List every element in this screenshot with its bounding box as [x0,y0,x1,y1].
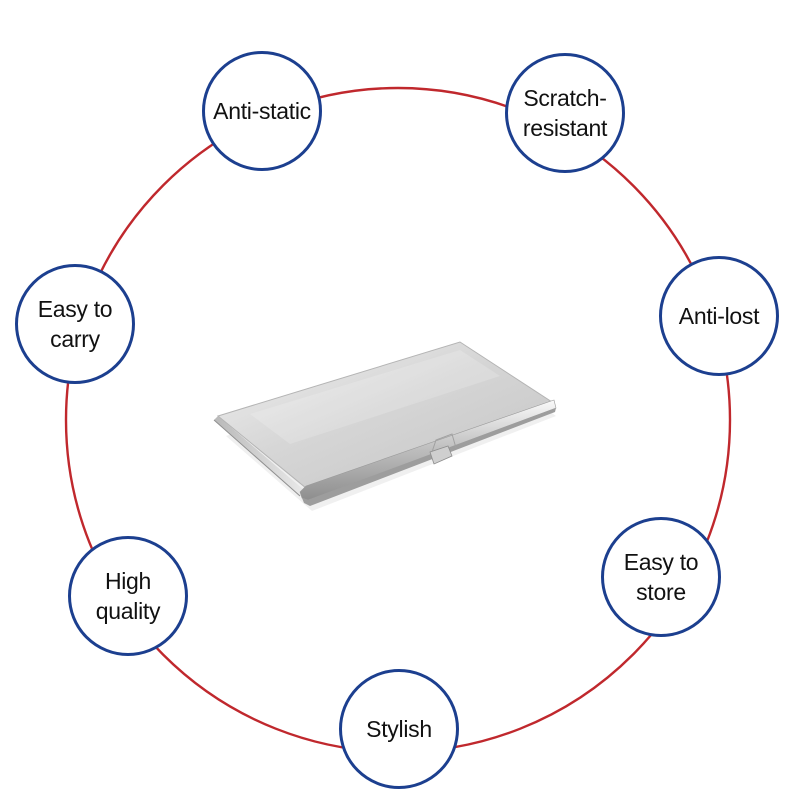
feature-high-quality-circle: High quality [68,536,188,656]
feature-anti-static-label: Anti-static [213,98,311,124]
feature-easy-to-store-label: Easy to store [623,549,699,605]
feature-scratch-resistant-circle: Scratch- resistant [505,53,625,173]
feature-easy-to-carry-label: Easy to carry [37,296,113,352]
feature-anti-lost-label: Anti-lost [678,303,760,329]
feature-high-quality-label: High quality [95,568,161,624]
feature-easy-to-store-circle: Easy to store [601,517,721,637]
feature-easy-to-carry-circle: Easy to carry [15,264,135,384]
feature-stylish-circle: Stylish [339,669,459,789]
business-card-case-icon [213,341,557,511]
feature-scratch-resistant-label: Scratch- resistant [522,85,608,141]
feature-anti-lost-circle: Anti-lost [659,256,779,376]
feature-stylish-label: Stylish [366,716,432,742]
feature-anti-static-circle: Anti-static [202,51,322,171]
